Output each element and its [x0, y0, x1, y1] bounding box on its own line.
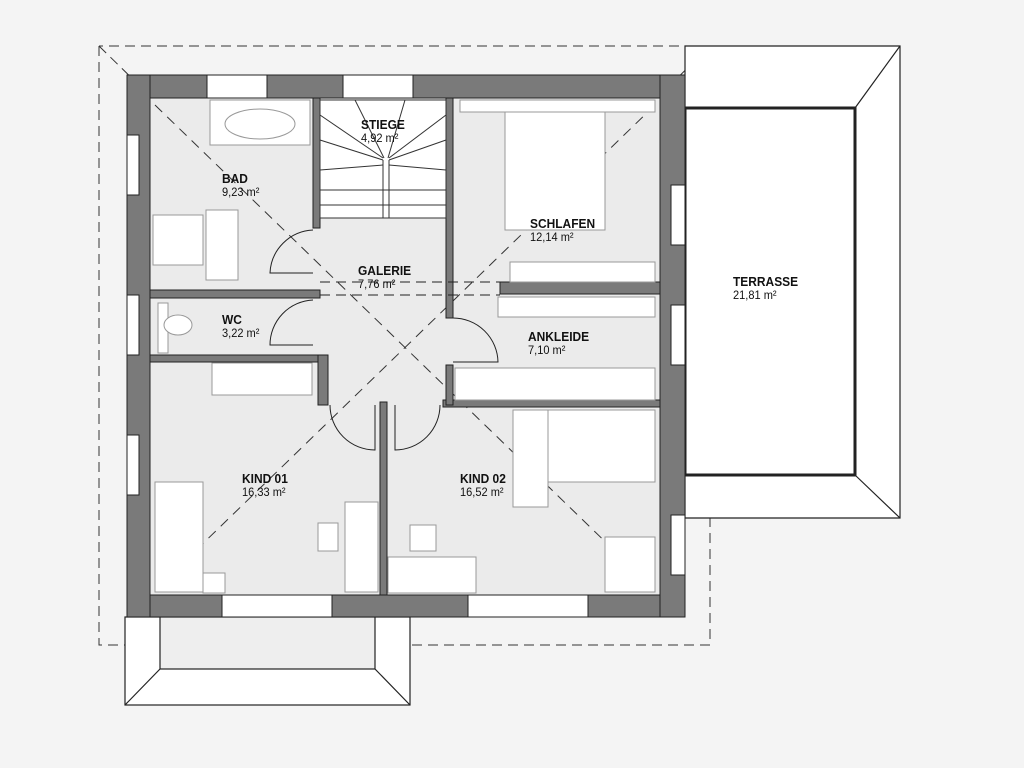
room-name: ANKLEIDE: [528, 329, 590, 344]
room-name: WC: [222, 312, 242, 327]
room-name: STIEGE: [361, 117, 405, 132]
room-area: 9,23 m²: [222, 184, 260, 199]
room-area: 16,33 m²: [242, 484, 286, 499]
room-area: 4,92 m²: [361, 130, 399, 145]
windows: [126, 74, 686, 618]
room-name: GALERIE: [358, 263, 412, 278]
staircase: [319, 99, 447, 219]
interior-walls: [149, 97, 661, 596]
void-diagonals: [154, 104, 656, 591]
room-name: KIND 01: [242, 471, 288, 486]
room-area: 7,76 m²: [358, 276, 396, 291]
room-name: TERRASSE: [733, 274, 799, 289]
door-swings: [269, 229, 500, 451]
room-area: 12,14 m²: [530, 229, 574, 244]
room-area: 16,52 m²: [460, 484, 504, 499]
terrace: [683, 45, 901, 519]
room-area: 3,22 m²: [222, 325, 260, 340]
furniture: [152, 99, 656, 594]
room-area: 21,81 m²: [733, 287, 777, 302]
room-name: KIND 02: [460, 471, 506, 486]
balcony: [124, 616, 411, 706]
room-name: SCHLAFEN: [530, 216, 596, 231]
room-area: 7,10 m²: [528, 342, 566, 357]
room-name: BAD: [222, 171, 248, 186]
